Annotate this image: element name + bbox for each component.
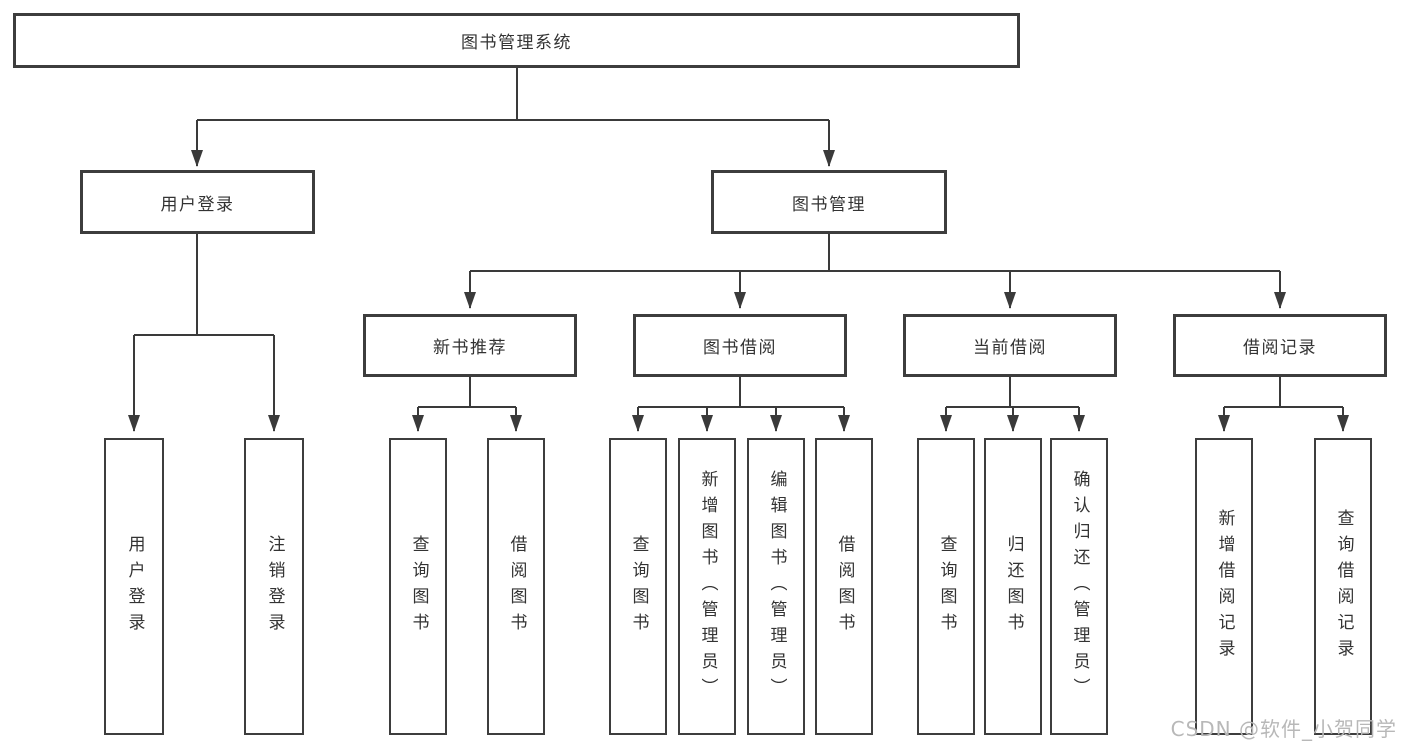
node-leaf-query-book-3-label: 查询图书 bbox=[936, 534, 957, 639]
node-leaf-add-borrow-record-label: 新增借阅记录 bbox=[1214, 508, 1235, 665]
node-leaf-logout: 注销登录 bbox=[244, 438, 304, 735]
node-leaf-query-book-2-label: 查询图书 bbox=[628, 534, 649, 639]
node-leaf-confirm-return-admin: 确认归还（管理员） bbox=[1050, 438, 1108, 735]
node-user-login: 用户登录 bbox=[80, 170, 315, 234]
node-leaf-query-book-1: 查询图书 bbox=[389, 438, 447, 735]
node-book-borrow-label: 图书借阅 bbox=[703, 338, 777, 358]
node-leaf-query-book-1-label: 查询图书 bbox=[408, 534, 429, 639]
node-leaf-borrow-book-2-label: 借阅图书 bbox=[834, 534, 855, 639]
node-leaf-add-book-admin: 新增图书（管理员） bbox=[678, 438, 736, 735]
csdn-watermark: CSDN @软件_小贺同学 bbox=[1170, 717, 1397, 741]
node-leaf-borrow-book-1: 借阅图书 bbox=[487, 438, 545, 735]
node-leaf-query-book-2: 查询图书 bbox=[609, 438, 667, 735]
node-leaf-borrow-book-2: 借阅图书 bbox=[815, 438, 873, 735]
node-book-management: 图书管理 bbox=[711, 170, 947, 234]
node-borrow-records: 借阅记录 bbox=[1173, 314, 1387, 377]
node-leaf-return-book-label: 归还图书 bbox=[1003, 534, 1024, 639]
node-leaf-user-login-label: 用户登录 bbox=[124, 534, 145, 639]
node-borrow-records-label: 借阅记录 bbox=[1243, 338, 1317, 358]
node-new-book-recommend-label: 新书推荐 bbox=[433, 338, 507, 358]
node-user-login-label: 用户登录 bbox=[160, 194, 235, 215]
node-leaf-query-borrow-record: 查询借阅记录 bbox=[1314, 438, 1372, 735]
node-leaf-borrow-book-1-label: 借阅图书 bbox=[506, 534, 527, 639]
node-book-borrow: 图书借阅 bbox=[633, 314, 847, 377]
node-leaf-return-book: 归还图书 bbox=[984, 438, 1042, 735]
node-leaf-query-book-3: 查询图书 bbox=[917, 438, 975, 735]
node-current-borrow: 当前借阅 bbox=[903, 314, 1117, 377]
node-leaf-edit-book-admin: 编辑图书（管理员） bbox=[747, 438, 805, 735]
node-leaf-user-login: 用户登录 bbox=[104, 438, 164, 735]
node-leaf-confirm-return-admin-label: 确认归还（管理员） bbox=[1069, 469, 1090, 704]
node-leaf-query-borrow-record-label: 查询借阅记录 bbox=[1333, 508, 1354, 665]
node-book-management-label: 图书管理 bbox=[792, 194, 866, 215]
node-root: 图书管理系统 bbox=[13, 13, 1020, 68]
node-root-label: 图书管理系统 bbox=[461, 33, 572, 53]
node-current-borrow-label: 当前借阅 bbox=[973, 338, 1047, 358]
node-leaf-logout-label: 注销登录 bbox=[264, 534, 285, 639]
node-leaf-edit-book-admin-label: 编辑图书（管理员） bbox=[766, 469, 787, 704]
node-leaf-add-book-admin-label: 新增图书（管理员） bbox=[697, 469, 718, 704]
node-new-book-recommend: 新书推荐 bbox=[363, 314, 577, 377]
node-leaf-add-borrow-record: 新增借阅记录 bbox=[1195, 438, 1253, 735]
